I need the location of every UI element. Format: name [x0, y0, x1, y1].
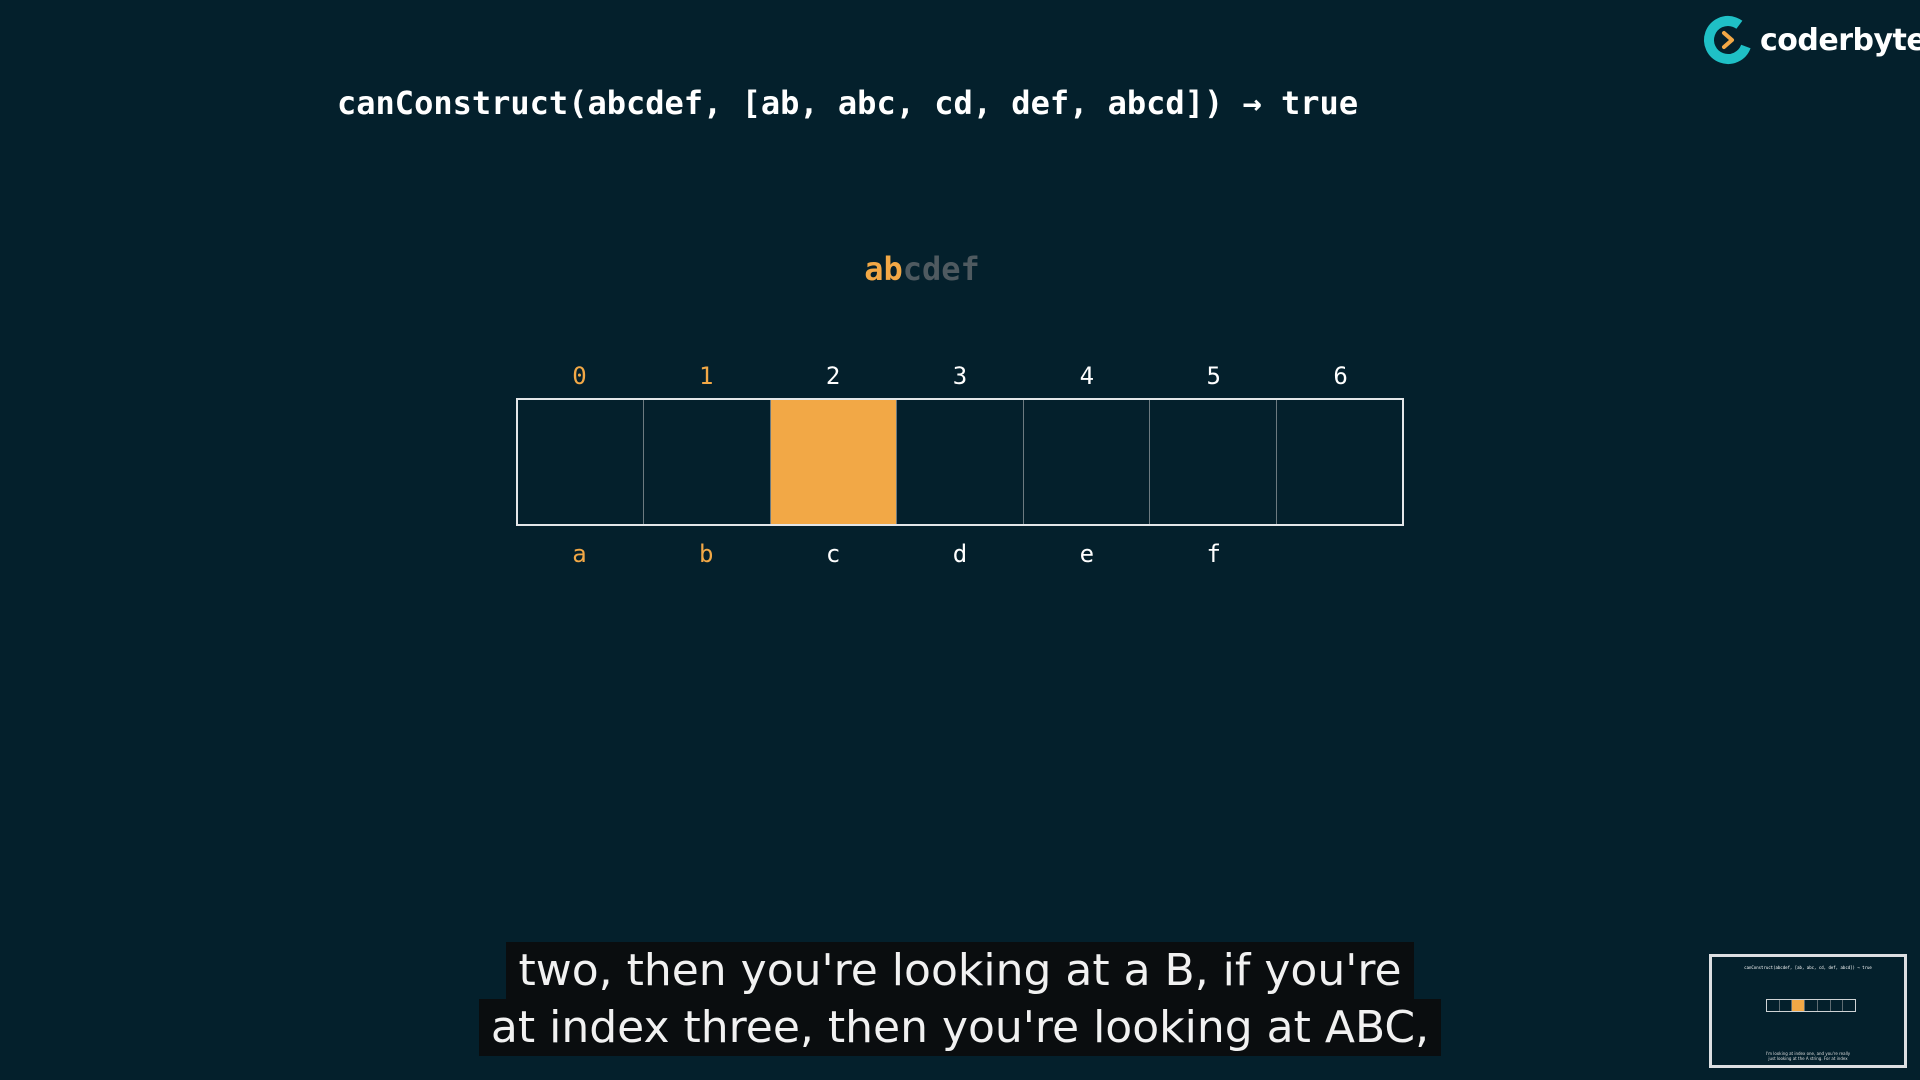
letter-label-d: d: [952, 540, 968, 568]
table-cell-1: [644, 400, 771, 524]
thumbnail-subtitle-line-2: just looking at the A string. For at ind…: [1768, 1056, 1848, 1061]
letter-label-f: f: [1206, 540, 1221, 568]
logo-text: coderbyte: [1760, 22, 1920, 58]
function-call-title: canConstruct(abcdef, [ab, abc, cd, def, …: [337, 84, 1359, 122]
thumbnail-table: [1766, 999, 1856, 1012]
thumbnail-cell-5: [1831, 1000, 1844, 1011]
thumbnail-title: canConstruct(abcdef, [ab, abc, cd, def, …: [1744, 965, 1872, 970]
target-matched-prefix: ab: [864, 250, 903, 288]
table-cells: [516, 398, 1404, 526]
target-string: abcdef: [0, 250, 1844, 288]
thumbnail-cell-3: [1805, 1000, 1818, 1011]
letter-row: a b c d e f: [516, 540, 1404, 570]
coderbyte-logo: coderbyte: [1702, 14, 1920, 66]
thumbnail-subtitle: I'm looking at index one, and you're rea…: [1712, 1051, 1904, 1061]
table-cell-6: [1277, 400, 1402, 524]
index-label-3: 3: [952, 362, 968, 390]
letter-label-e: e: [1079, 540, 1095, 568]
table-cell-4: [1024, 400, 1151, 524]
table-cell-0: [518, 400, 645, 524]
thumbnail-cell-6: [1843, 1000, 1855, 1011]
video-thumbnail-preview[interactable]: canConstruct(abcdef, [ab, abc, cd, def, …: [1709, 954, 1907, 1068]
thumbnail-cell-1: [1780, 1000, 1793, 1011]
subtitle-line-1: two, then you're looking at a B, if you'…: [506, 942, 1414, 999]
table-cell-5: [1150, 400, 1277, 524]
subtitle-line-2: at index three, then you're looking at A…: [478, 999, 1442, 1056]
coderbyte-logo-icon: [1704, 16, 1752, 64]
index-label-4: 4: [1079, 362, 1095, 390]
letter-label-c: c: [825, 540, 841, 568]
letter-label-a: a: [572, 540, 587, 568]
index-label-2: 2: [825, 362, 841, 390]
target-remaining: cdef: [902, 250, 980, 288]
table-cell-3: [897, 400, 1024, 524]
index-label-1: 1: [699, 362, 714, 390]
table-cell-2: [770, 400, 898, 524]
index-label-0: 0: [572, 362, 587, 390]
letter-label-b: b: [699, 540, 714, 568]
thumbnail-cell-2: [1792, 1000, 1806, 1011]
thumbnail-cell-4: [1818, 1000, 1831, 1011]
index-row: 0 1 2 3 4 5 6: [516, 362, 1404, 392]
subtitles: two, then you're looking at a B, if you'…: [0, 942, 1920, 1056]
index-label-6: 6: [1333, 362, 1348, 390]
index-label-5: 5: [1206, 362, 1221, 390]
thumbnail-subtitle-line-1: I'm looking at index one, and you're rea…: [1765, 1051, 1851, 1056]
thumbnail-cell-0: [1767, 1000, 1780, 1011]
